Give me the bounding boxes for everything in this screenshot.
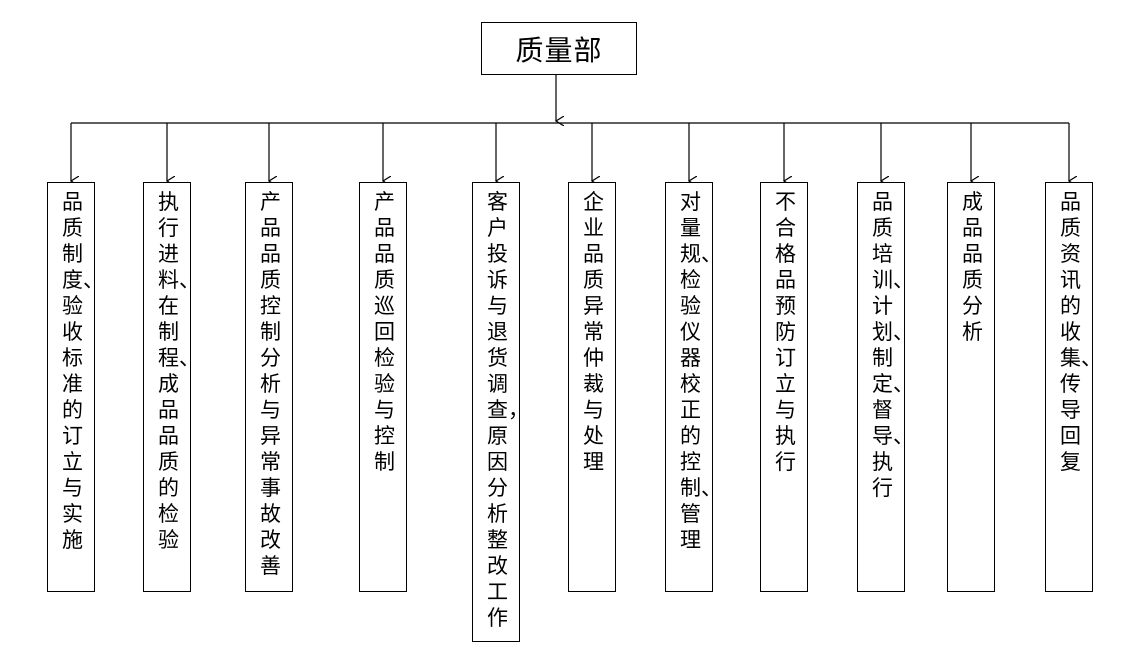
child-node: 执行进料、在制程、成品品质的检验	[143, 182, 191, 592]
root-node: 质量部	[481, 22, 637, 75]
child-node: 品质培训、计划、制定、督导、执行	[857, 182, 905, 592]
child-node: 客户投诉与退货调查，原因分析整改工作	[472, 182, 520, 642]
child-node: 对量规、检验仪器校正的控制、管理	[665, 182, 713, 592]
child-node: 产品品质控制分析与异常事故改善	[245, 182, 293, 592]
child-label: 企业品质异常仲裁与处理	[583, 190, 604, 474]
child-label: 产品品质控制分析与异常事故改善	[260, 190, 281, 578]
child-label: 品质资讯的收集、传导回复	[1060, 190, 1092, 474]
root-label: 质量部	[515, 33, 603, 67]
child-label: 执行进料、在制程、成品品质的检验	[158, 190, 190, 552]
child-node: 品质制度、验收标准的订立与实施	[47, 182, 95, 592]
child-label: 客户投诉与退货调查，原因分析整改工作	[487, 190, 519, 630]
child-node: 企业品质异常仲裁与处理	[568, 182, 616, 592]
child-label: 品质制度、验收标准的订立与实施	[62, 190, 94, 552]
child-label: 品质培训、计划、制定、督导、执行	[872, 190, 904, 500]
child-node: 品质资讯的收集、传导回复	[1045, 182, 1093, 592]
child-label: 不合格品预防订立与执行	[775, 190, 796, 474]
child-node: 产品品质巡回检验与控制	[359, 182, 407, 592]
child-node: 不合格品预防订立与执行	[760, 182, 808, 592]
child-label: 对量规、检验仪器校正的控制、管理	[680, 190, 712, 552]
child-label: 产品品质巡回检验与控制	[374, 190, 395, 474]
child-label: 成品品质分析	[962, 190, 983, 344]
child-node: 成品品质分析	[947, 182, 995, 592]
